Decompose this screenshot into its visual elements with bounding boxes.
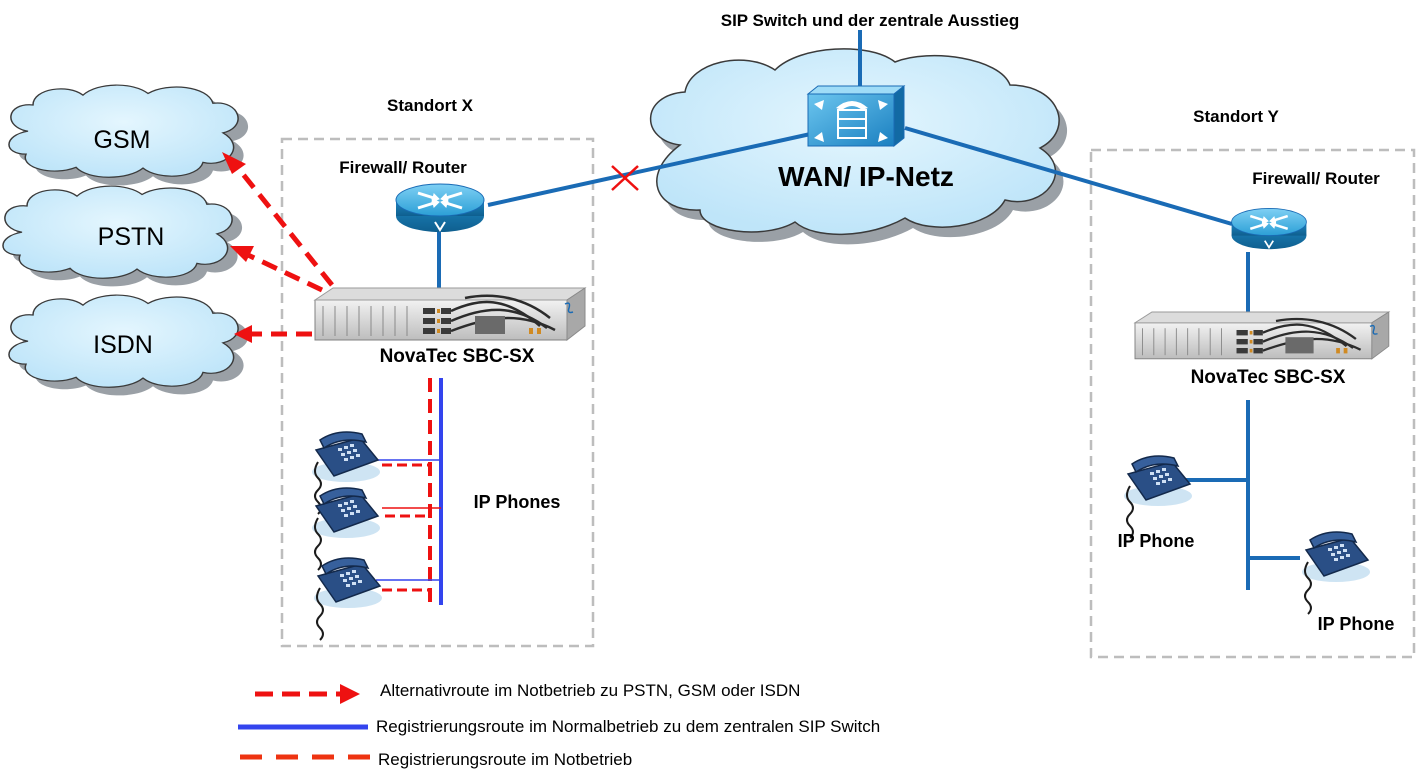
legend-alt-route-arrow (340, 684, 360, 704)
legend (238, 684, 370, 760)
ip-phone-y1-icon (1123, 455, 1193, 539)
network-links (437, 30, 1300, 590)
pstn-label: PSTN (98, 223, 165, 251)
legend-normal-route-text: Registrierungsroute im Normalbetrieb zu … (376, 717, 880, 736)
router-y-icon (1230, 207, 1308, 251)
site-x-frame (280, 137, 595, 648)
alt-route-pstn-arrow (230, 246, 254, 262)
site-x-title: Standort X (387, 96, 474, 115)
phone-x3-links (376, 579, 441, 592)
ip-phone-y2-icon (1301, 531, 1371, 615)
alt-routes (222, 152, 334, 343)
gsm-label: GSM (94, 126, 151, 154)
legend-alt-route-text: Alternativroute im Notbetrieb zu PSTN, G… (380, 681, 800, 700)
sbc-x-device (313, 286, 587, 342)
link-wan-router-y (904, 126, 1233, 226)
sip-switch-icon (806, 84, 906, 148)
site-y-phone1-label: IP Phone (1118, 531, 1195, 551)
site-y-frame (1089, 148, 1416, 659)
ip-phone-x3-icon (313, 557, 383, 641)
sip-switch-title: SIP Switch und der zentrale Ausstieg (721, 11, 1020, 30)
site-y-sbc-label: NovaTec SBC-SX (1191, 367, 1346, 388)
link-failure-icon (611, 165, 639, 191)
router-x-icon (394, 182, 486, 234)
isdn-label: ISDN (93, 331, 153, 359)
alt-route-gsm (236, 166, 334, 287)
site-y-router-label: Firewall/ Router (1252, 169, 1380, 188)
wan-label: WAN/ IP-Netz (778, 161, 954, 192)
site-y-phone2-label: IP Phone (1318, 614, 1395, 634)
site-y-title: Standort Y (1193, 107, 1279, 126)
site-x-sbc-label: NovaTec SBC-SX (380, 346, 535, 367)
legend-emergency-route-text: Registrierungsroute im Notbetrieb (378, 750, 632, 769)
alt-route-pstn (246, 252, 324, 293)
sbc-y-device (1133, 310, 1390, 360)
site-x-router-label: Firewall/ Router (339, 158, 467, 177)
alt-route-gsm-arrow (222, 152, 246, 174)
phone-x1-links (378, 459, 441, 467)
alt-route-isdn-arrow (234, 325, 252, 343)
link-router-x-wan (487, 131, 816, 207)
site-x-phones-label: IP Phones (474, 492, 561, 512)
phone-x2-links (382, 507, 441, 518)
